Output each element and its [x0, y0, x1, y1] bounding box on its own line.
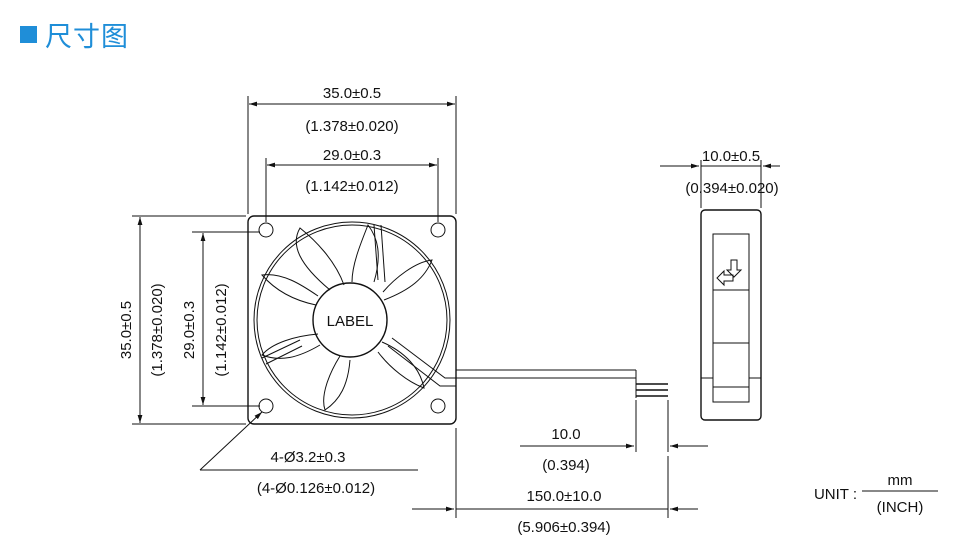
hole-dia-inch-label: (4-Ø0.126±0.012): [257, 480, 375, 497]
hole-dia-mm-label: 4-Ø3.2±0.3: [271, 449, 346, 466]
section-header: 尺寸图: [20, 14, 129, 54]
side-motor-body: [712, 233, 750, 403]
unit-numerator: mm: [888, 472, 913, 489]
fan-hub: [312, 282, 388, 358]
side-view: [700, 209, 762, 421]
mount-hole-bottom-right: [430, 398, 446, 414]
hole-spacing-inch-label: (1.142±0.012): [305, 178, 398, 195]
strut-top: [373, 224, 379, 281]
strip-mm-label: 10.0: [551, 426, 580, 443]
v-hole-spacing-mm-label: 29.0±0.3: [181, 301, 198, 359]
cable-length-dimension: 150.0±10.0 (5.906±0.394): [412, 428, 698, 536]
depth-dimension: 10.0±0.5 (0.394±0.020): [660, 148, 780, 208]
cable-length-inch-label: (5.906±0.394): [517, 519, 610, 536]
cable: [456, 369, 668, 398]
unit-legend: UNIT : mm (INCH): [814, 472, 938, 516]
strut-top-2: [380, 224, 386, 283]
height-inch-label: (1.378±0.020): [149, 283, 166, 376]
width-dimension: 35.0±0.5 (1.378±0.020): [247, 85, 457, 214]
rotation-arrow-icon: [716, 269, 734, 287]
front-view: LABEL: [247, 215, 457, 425]
strip-inch-label: (0.394): [542, 457, 590, 474]
mount-hole-top-right: [430, 222, 446, 238]
unit-denominator: (INCH): [877, 499, 924, 516]
cable-strut-2: [387, 345, 456, 387]
fan-opening: [253, 221, 451, 419]
hole-diameter-callout: 4-Ø3.2±0.3 (4-Ø0.126±0.012): [199, 411, 418, 497]
cable-strut-1: [391, 337, 456, 379]
width-mm-label: 35.0±0.5: [323, 85, 381, 102]
height-dimension: 35.0±0.5 (1.378±0.020): [118, 215, 246, 425]
v-hole-spacing-dimension: 29.0±0.3 (1.142±0.012): [181, 231, 260, 407]
depth-mm-label: 10.0±0.5: [702, 148, 760, 165]
side-frame: [700, 209, 762, 421]
strut-left: [261, 339, 301, 359]
mount-hole-bottom-left: [258, 398, 274, 414]
square-bullet-icon: [20, 25, 37, 43]
airflow-arrow-icon: [725, 259, 743, 278]
height-mm-label: 35.0±0.5: [118, 301, 135, 359]
cable-length-mm-label: 150.0±10.0: [527, 488, 602, 505]
unit-prefix: UNIT :: [814, 486, 857, 503]
width-inch-label: (1.378±0.020): [305, 118, 398, 135]
hole-spacing-mm-label: 29.0±0.3: [323, 147, 381, 164]
fan-blades: [261, 223, 433, 411]
depth-inch-label: (0.394±0.020): [685, 180, 778, 197]
hub-label: LABEL: [327, 313, 374, 330]
fan-frame: [247, 215, 457, 425]
hole-spacing-dimension: 29.0±0.3 (1.142±0.012): [265, 147, 439, 222]
strip-length-dimension: 10.0 (0.394): [520, 400, 708, 474]
fan-opening-inner: [256, 224, 448, 416]
mount-hole-top-left: [258, 222, 274, 238]
v-hole-spacing-inch-label: (1.142±0.012): [213, 283, 230, 376]
section-title: 尺寸图: [45, 21, 129, 53]
strut-left-2: [265, 345, 303, 365]
